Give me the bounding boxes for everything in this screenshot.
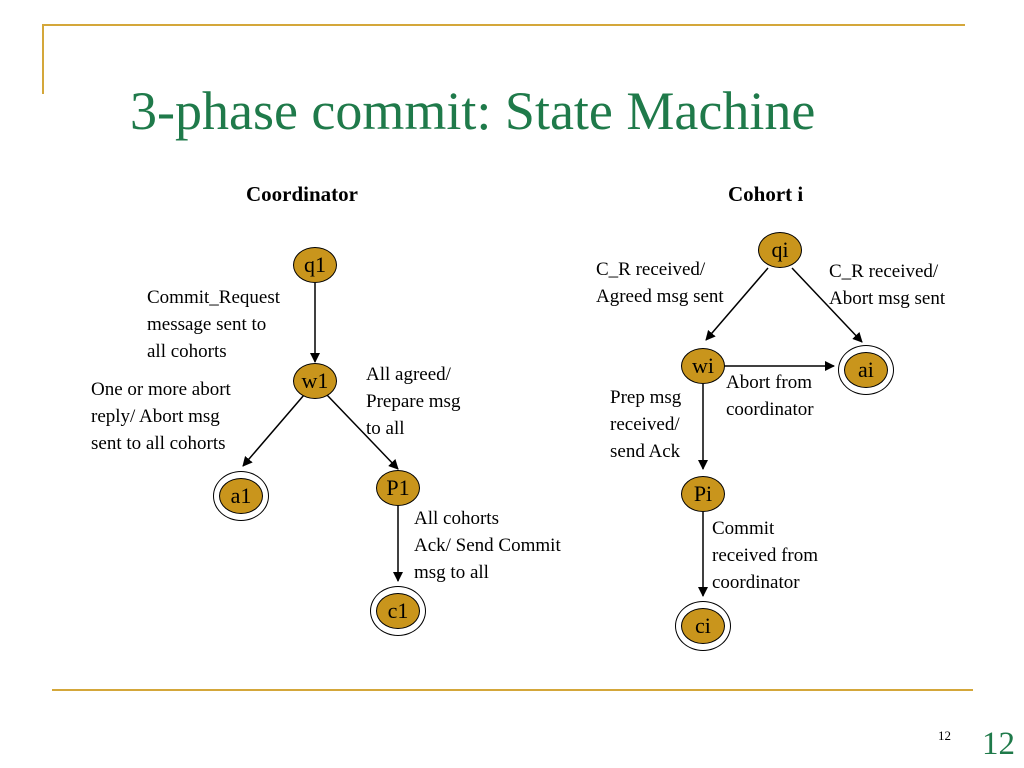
arrow-qi-wi: [705, 267, 769, 341]
label-wi-ai: Abort from coordinator: [726, 372, 814, 420]
state-p1: P1: [376, 470, 420, 506]
state-ci: ci: [681, 608, 725, 644]
label-qi-wi: C_R received/ Agreed msg sent: [596, 259, 724, 307]
label-qi-ai: C_R received/ Abort msg sent: [829, 261, 946, 309]
state-wi: wi: [681, 348, 725, 384]
state-qi: qi: [758, 232, 802, 268]
state-w1: w1: [293, 363, 337, 399]
label-wi-pi: Prep msg received/ send Ack: [610, 387, 682, 462]
state-pi: Pi: [681, 476, 725, 512]
label-q1-w1: Commit_Request message sent to all cohor…: [147, 287, 280, 362]
arrow-w1-a1: [242, 394, 305, 467]
page-number-small: 12: [938, 728, 951, 743]
state-c1: c1: [376, 593, 420, 629]
label-w1-a1: One or more abort reply/ Abort msg sent …: [91, 379, 231, 454]
coordinator-heading: Coordinator: [246, 182, 358, 206]
slide-title: 3-phase commit: State Machine: [130, 81, 816, 141]
label-w1-p1: All agreed/ Prepare msg to all: [366, 364, 461, 439]
arrow-qi-ai: [791, 267, 863, 343]
state-ai: ai: [844, 352, 888, 388]
label-pi-ci: Commit received from coordinator: [712, 518, 819, 593]
frame-top-rule: [42, 24, 965, 26]
frame-left-rule: [42, 24, 44, 94]
cohort-heading: Cohort i: [728, 182, 804, 206]
state-q1: q1: [293, 247, 337, 283]
label-p1-c1: All cohorts Ack/ Send Commit msg to all: [414, 508, 561, 583]
state-a1: a1: [219, 478, 263, 514]
frame-bottom-rule: [52, 689, 973, 691]
arrow-w1-p1: [326, 394, 399, 470]
page-number-large: 12: [982, 726, 1015, 762]
